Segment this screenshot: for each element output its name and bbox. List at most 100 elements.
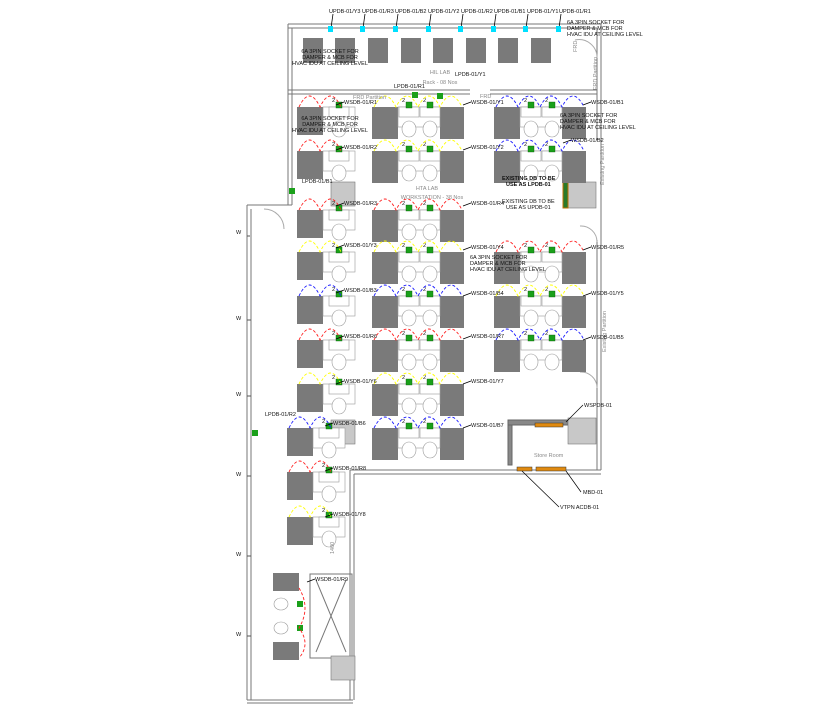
single-workstation: 2 (297, 198, 356, 241)
feeder-label: UPDB-01/Y1 (527, 9, 559, 15)
desk (419, 339, 441, 351)
socket-note: 6A 3PIN SOCKET FOR (560, 113, 617, 119)
circuit-wiring (495, 95, 585, 109)
circuit-wiring (495, 284, 585, 298)
rack (401, 38, 421, 63)
socket-note: 6A 3PIN SOCKET FOR (301, 49, 358, 55)
leader-line (521, 404, 584, 508)
socket-count: 2 (545, 98, 548, 104)
socket-icon (548, 246, 556, 254)
cabinet (440, 151, 464, 183)
circuit-label: WSDB-01/Y5 (591, 291, 624, 297)
ceiling-socket-icon (328, 26, 333, 32)
desk (328, 251, 350, 263)
socket-icon (548, 101, 556, 109)
room-label: Store Room (534, 453, 564, 459)
desk (520, 150, 542, 162)
cabinet (372, 210, 398, 242)
leader-line (462, 101, 472, 106)
single-workstation: 2 (287, 416, 346, 459)
chair-icon (321, 530, 337, 548)
leader-line (395, 13, 399, 29)
chair-icon (523, 265, 539, 283)
desk (398, 339, 420, 351)
cabinet (562, 107, 586, 139)
socket-note: DAMPER & MCB FOR (560, 119, 616, 125)
circuit-label: WSDB-01/B4 (471, 291, 504, 297)
partition-label: FRD (480, 94, 491, 100)
leader-line (324, 422, 334, 427)
circuit-wiring (373, 372, 463, 386)
circuit-label: WSDB-01/B7 (471, 423, 504, 429)
chair-icon (331, 223, 347, 241)
cabinet (562, 296, 586, 328)
existing-db-note: EXISTING DB TO BE (502, 176, 556, 182)
socket-note: 6A 3PIN SOCKET FOR (301, 116, 358, 122)
socket-count: 2 (524, 142, 527, 148)
circuit-wiring (298, 95, 342, 109)
chair-icon (422, 223, 438, 241)
circuit-label: WSDB-01/Y8 (333, 512, 366, 518)
chair-icon (422, 397, 438, 415)
hil-racks (303, 13, 562, 63)
partition-label: Existing Partition (602, 311, 608, 352)
socket-count: 2 (423, 331, 426, 337)
socket-icon (527, 101, 535, 109)
cabinet (494, 340, 520, 372)
desk (541, 251, 563, 263)
desk (328, 209, 350, 221)
leader-line (330, 13, 334, 29)
socket-icon (426, 204, 434, 212)
feeder-label: UPDB-01/Y2 (428, 9, 460, 15)
chair-icon (401, 265, 417, 283)
existing-db-note: EXISTING DB TO BE (502, 199, 555, 205)
socket-icon (548, 334, 556, 342)
socket-icon (527, 145, 535, 153)
socket-count: 2 (524, 98, 527, 104)
panel-label: VTPN ACDB-01 (560, 505, 599, 511)
cabinet (287, 517, 313, 545)
circuit-wiring (298, 139, 342, 153)
leader-line (335, 101, 345, 106)
leader-line (335, 146, 345, 151)
socket-icon (426, 334, 434, 342)
leader-line (324, 467, 334, 472)
cabinet (440, 296, 464, 328)
socket-note: HVAC IDU AT CEILING LEVEL (470, 267, 546, 273)
desk (328, 150, 350, 162)
cabinet (440, 107, 464, 139)
socket-icon (325, 511, 333, 519)
desk (328, 383, 350, 395)
socket-note: HVAC IDU AT CEILING LEVEL (567, 32, 643, 38)
chair-icon (544, 164, 560, 182)
lighting-label: LPDB-01/Y1 (455, 72, 486, 78)
socket-count: 2 (332, 287, 335, 293)
feeder-label: UPDB-01/R3 (362, 9, 394, 15)
socket-icon (527, 334, 535, 342)
partition-label: FRD Partition (353, 95, 386, 101)
chair-icon (401, 164, 417, 182)
chair-icon (422, 309, 438, 327)
single-workstation: 2 (297, 372, 356, 415)
window-mark: W (236, 392, 242, 398)
feeder-label: UPDB-01/Y3 (329, 9, 361, 15)
rack (368, 38, 388, 63)
socket-icon (426, 101, 434, 109)
desk (419, 383, 441, 395)
socket-note: DAMPER & MCB FOR (302, 122, 358, 128)
socket-icon (527, 246, 535, 254)
leader-line (582, 246, 592, 251)
desk (541, 295, 563, 307)
socket-count: 2 (524, 287, 527, 293)
partition-label: FRD Partition (593, 57, 599, 90)
cabinet (440, 210, 464, 242)
cabinet (372, 340, 398, 372)
socket-count: 2 (524, 331, 527, 337)
